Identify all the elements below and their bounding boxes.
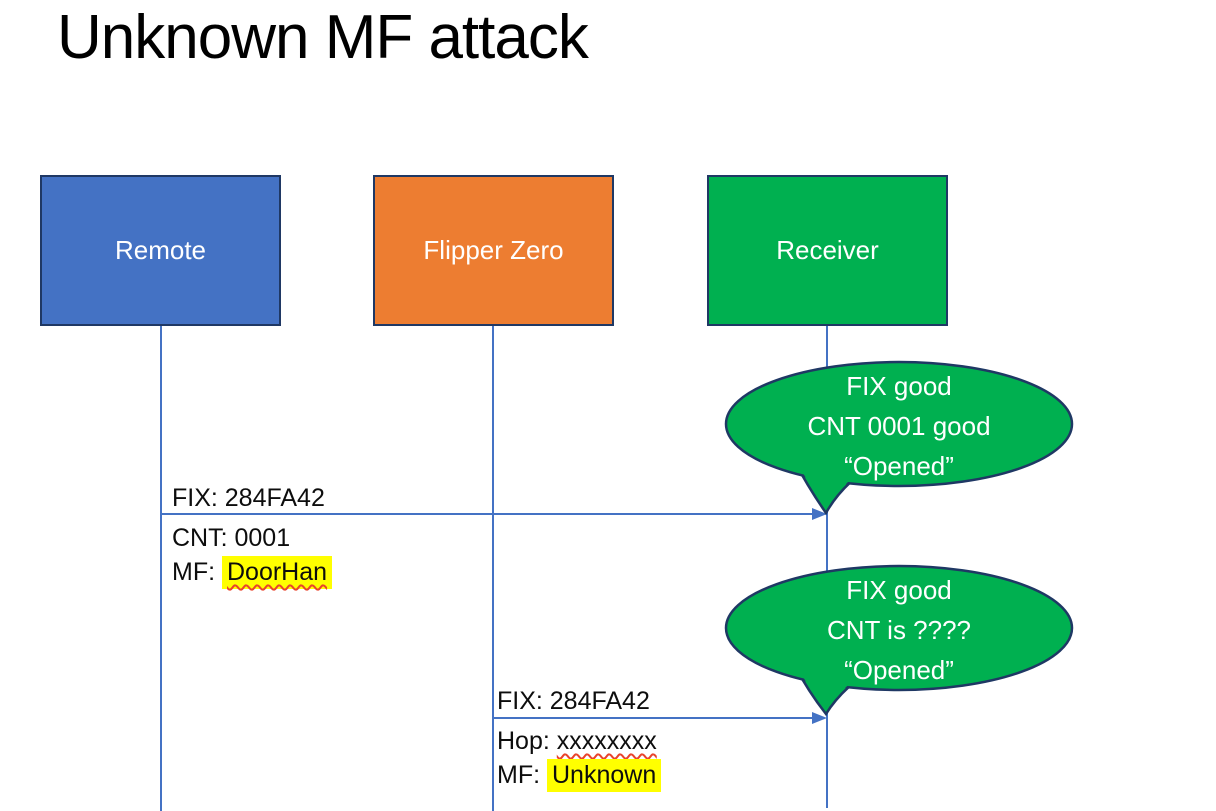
message2-hop-value-flagged: xxxxxxxx <box>556 727 657 755</box>
message2-mf-value-highlighted: Unknown <box>547 759 662 792</box>
message1-mf-prefix: MF: <box>172 558 222 586</box>
speech-bubble2-shape <box>724 564 1074 717</box>
message1-arrow-line <box>161 513 813 515</box>
lifeline-receiver <box>826 326 828 808</box>
actor-box-flipper-zero: Flipper Zero <box>373 175 614 326</box>
bubble1-line3: “Opened” <box>844 451 954 481</box>
bubble2-line2: CNT is ???? <box>826 615 972 645</box>
message1-line-mf: MF: DoorHan <box>172 556 333 589</box>
message2-mf-prefix: MF: <box>497 761 547 789</box>
actor-label-receiver: Receiver <box>776 235 879 265</box>
message2-line-hop: Hop: xxxxxxxx <box>497 726 657 756</box>
message2-line-fix: FIX: 284FA42 <box>497 687 650 715</box>
lifeline-remote <box>160 326 162 811</box>
slide-title: Unknown MF attack <box>57 3 589 72</box>
speech-bubble1-text: FIX good CNT 0001 good “Opened” <box>727 366 1071 486</box>
speech-bubble1-shape <box>724 360 1074 516</box>
actor-label-flipper-zero: Flipper Zero <box>423 235 564 265</box>
actor-label-remote: Remote <box>114 235 207 265</box>
message1-line-cnt: CNT: 0001 <box>172 524 291 552</box>
bubble2-line3: “Opened” <box>844 655 954 685</box>
message2-arrowhead-icon <box>812 712 827 724</box>
message2-line-mf: MF: Unknown <box>497 759 662 792</box>
bubble1-line2: CNT 0001 good <box>807 411 991 441</box>
lifeline-flipper-zero <box>492 326 494 811</box>
message2-arrow-line <box>494 717 813 719</box>
message2-hop-prefix: Hop: <box>497 727 557 755</box>
message1-mf-value-highlighted: DoorHan <box>222 556 333 589</box>
bubble1-line1: FIX good <box>846 371 952 401</box>
actor-box-receiver: Receiver <box>707 175 948 326</box>
bubble2-line1: FIX good <box>846 575 952 605</box>
speech-bubble2-text: FIX good CNT is ???? “Opened” <box>727 570 1071 690</box>
actor-box-remote: Remote <box>40 175 281 326</box>
message1-line-fix: FIX: 284FA42 <box>172 484 325 512</box>
